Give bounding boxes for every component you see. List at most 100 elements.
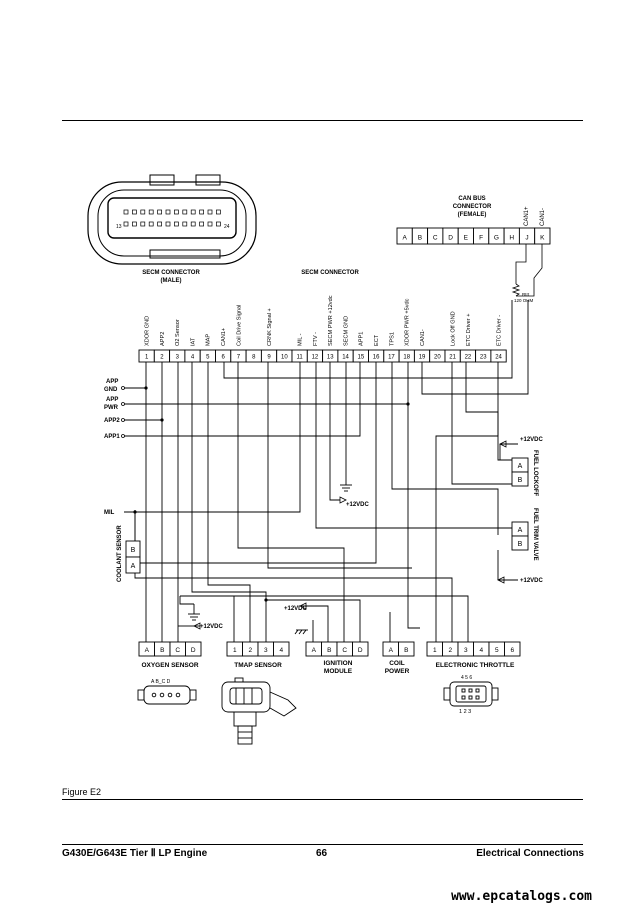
termination-resistor bbox=[511, 244, 543, 297]
oxygen-sensor-label: OXYGEN SENSOR bbox=[141, 662, 198, 669]
supply-arrow bbox=[299, 602, 307, 610]
app1-label: APP1 bbox=[104, 434, 120, 440]
wiring-lines bbox=[124, 300, 529, 642]
signal-label-pin-11: MIL - bbox=[298, 333, 304, 346]
fuel-trim-valve-label: FUEL TRIM VALVE bbox=[532, 508, 538, 561]
throttle-pin-4: 4 bbox=[479, 647, 483, 654]
secm-pin-14: 14 bbox=[342, 355, 349, 361]
secm-pin-16: 16 bbox=[373, 355, 380, 361]
secm-pin-13: 13 bbox=[327, 355, 334, 361]
signal-label-pin-1: XDOR GND bbox=[145, 316, 151, 346]
secm-connector-drawing bbox=[87, 174, 257, 265]
supply-arrow bbox=[497, 576, 505, 584]
secm-connector-pin-hole bbox=[148, 221, 154, 227]
fuel-trim-pin-a: A bbox=[518, 527, 523, 534]
secm-pin-6: 6 bbox=[221, 355, 225, 361]
secm-pinout-title: SECM CONNECTOR bbox=[301, 270, 359, 276]
coolant-pin-b: B bbox=[131, 547, 136, 554]
secm-connector-pin-hole bbox=[148, 209, 154, 215]
coil-pin-B: B bbox=[404, 647, 408, 654]
signal-label-pin-7: Coil Drive Signal bbox=[236, 305, 242, 346]
can-pin-C: C bbox=[433, 235, 438, 242]
secm-connector-pin-hole bbox=[190, 221, 196, 227]
ignition-module-label-2: MODULE bbox=[324, 668, 353, 675]
oxygen-pin-B: B bbox=[160, 647, 164, 654]
secm-connector-pin-hole bbox=[123, 221, 129, 227]
oxygen-pin-C: C bbox=[175, 647, 180, 654]
figure-caption: Figure E2 bbox=[62, 787, 102, 797]
fuel-lockoff-pin-b: B bbox=[518, 477, 523, 484]
secm-pin-23: 23 bbox=[480, 355, 487, 361]
secm-connector-pin-hole bbox=[132, 209, 137, 215]
tmap-pin-3: 3 bbox=[264, 647, 268, 654]
signal-label-pin-22: ETC Driver + bbox=[466, 314, 472, 346]
throttle-pin-5: 5 bbox=[495, 647, 499, 654]
signal-label-pin-9: CRNK Signal + bbox=[267, 308, 273, 346]
watermark[interactable]: www.epcatalogs.com bbox=[451, 889, 592, 904]
secm-connector-pin-hole bbox=[190, 209, 196, 215]
wire-junctions bbox=[133, 386, 410, 602]
secm-connector-pin-hole bbox=[199, 221, 204, 227]
secm-pin-21: 21 bbox=[449, 355, 456, 361]
app-terminals bbox=[121, 386, 125, 438]
secm-pin-7: 7 bbox=[237, 355, 241, 361]
secm-pin-17: 17 bbox=[388, 355, 395, 361]
can-pin-H: H bbox=[509, 235, 514, 242]
resistor-value: 120 OHM bbox=[514, 298, 534, 303]
secm-connector-pin-13: 13 bbox=[116, 224, 122, 230]
secm-pin-5: 5 bbox=[206, 355, 210, 361]
app2-label: APP2 bbox=[104, 418, 120, 424]
can-pin-E: E bbox=[464, 235, 469, 242]
fuel-lockoff-label: FUEL LOCKOFF bbox=[532, 450, 538, 497]
page-number: 66 bbox=[316, 848, 328, 859]
coil-power-label-2: POWER bbox=[385, 668, 410, 675]
secm-connector-pin-hole bbox=[174, 221, 179, 227]
coil-pin-A: A bbox=[389, 647, 394, 654]
app-pwr-label-2: PWR bbox=[104, 405, 119, 411]
signal-label-pin-17: TPS1 bbox=[389, 332, 395, 346]
secm-pin-19: 19 bbox=[419, 355, 426, 361]
secm-pin-24: 24 bbox=[495, 355, 502, 361]
fuel-lockoff-pin-a: A bbox=[518, 463, 523, 470]
throttle-pin-2: 2 bbox=[448, 647, 452, 654]
can-pin-G: G bbox=[494, 235, 499, 242]
secm-pin-20: 20 bbox=[434, 355, 441, 361]
secm-connector-pin-hole bbox=[182, 209, 188, 215]
secm-connector-pin-24: 24 bbox=[224, 224, 230, 230]
supply-arrow bbox=[193, 622, 201, 630]
signal-label-pin-5: MAP bbox=[206, 334, 212, 346]
secm-pwr-supply: +12VDC bbox=[346, 502, 370, 508]
secm-connector-pin-hole bbox=[199, 209, 204, 215]
signal-label-pin-12: FTV - bbox=[313, 332, 319, 346]
signal-label-pin-24: ETC Driver - bbox=[496, 315, 502, 346]
can-pin-J: J bbox=[525, 235, 528, 242]
fuel-trim-pin-b: B bbox=[518, 541, 523, 548]
app-gnd-label: APP bbox=[106, 379, 118, 385]
fuel-trim-valve-box bbox=[511, 521, 529, 551]
secm-connector-pin-hole bbox=[207, 221, 213, 227]
secm-pin-3: 3 bbox=[176, 355, 180, 361]
ignition-module-label: IGNITION bbox=[324, 660, 353, 667]
ignition-pin-C: C bbox=[342, 647, 347, 654]
can-high-label: CAN1+ bbox=[524, 206, 530, 226]
secm-pin-box-24 bbox=[490, 349, 507, 363]
signal-label-pin-18: XDOR PWR +5vdc bbox=[405, 298, 411, 346]
secm-connector-sublabel: (MALE) bbox=[161, 278, 182, 284]
can-pin-B: B bbox=[418, 235, 422, 242]
oxygen-pin-box-D bbox=[185, 641, 202, 657]
oxygen-pin-A: A bbox=[145, 647, 150, 654]
tmap-pin-2: 2 bbox=[248, 647, 252, 654]
can-pin-A: A bbox=[402, 235, 407, 242]
electronic-throttle-label: ELECTRONIC THROTTLE bbox=[436, 662, 515, 669]
tmap-sensor-drawing bbox=[221, 677, 297, 745]
can-low-label: CAN1- bbox=[540, 208, 546, 226]
secm-connector-label: SECM CONNECTOR bbox=[142, 270, 200, 276]
throttle-pin-6: 6 bbox=[510, 647, 514, 654]
app-gnd-label-2: GND bbox=[104, 387, 118, 393]
throttle-plug-top: 4 5 6 bbox=[461, 675, 472, 681]
oxygen-sensor-plug bbox=[137, 685, 197, 705]
footer-rule bbox=[62, 844, 583, 845]
